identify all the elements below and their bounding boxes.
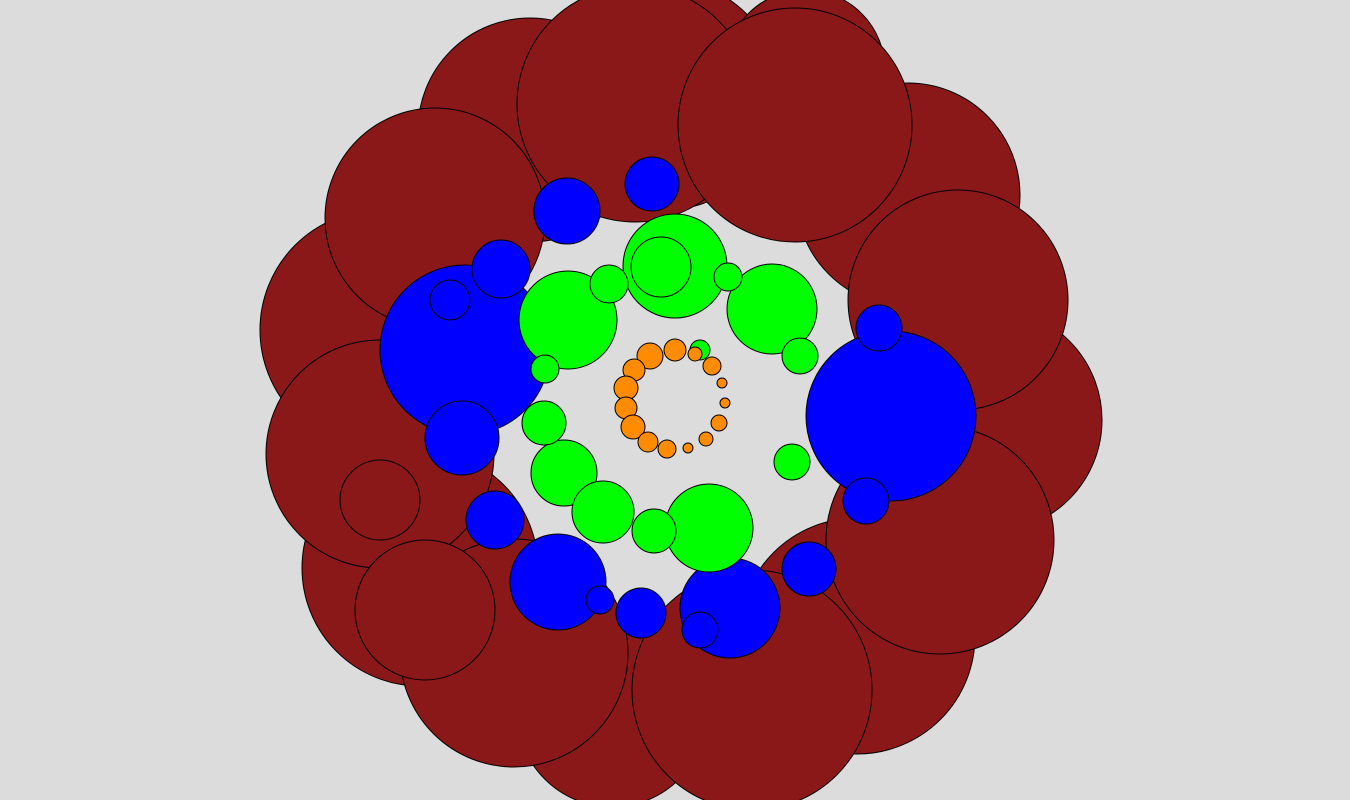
blue-circle	[681, 611, 719, 649]
orange-circle	[702, 356, 722, 376]
green-circle	[589, 264, 629, 304]
blue-circle	[465, 490, 525, 550]
green-circle	[530, 439, 598, 507]
green-circle	[713, 262, 743, 292]
orange-circle	[710, 414, 728, 432]
outer-ring	[259, 0, 1103, 800]
orange-circle	[663, 338, 687, 362]
outer-circle	[677, 7, 913, 243]
blue-circle	[533, 177, 601, 245]
blue-circle	[624, 156, 680, 212]
green-circle	[518, 270, 618, 370]
green-circle	[631, 508, 677, 554]
green-circle	[630, 236, 692, 298]
blue-circle	[615, 587, 667, 639]
blue-ring	[379, 156, 977, 659]
blue-circle	[781, 541, 837, 597]
orange-circle	[698, 431, 714, 447]
orange-circle	[636, 342, 664, 370]
blue-circle	[805, 330, 977, 502]
blue-circle	[429, 279, 471, 321]
green-circle	[521, 400, 567, 446]
green-circle	[781, 337, 819, 375]
outer-circle	[339, 459, 421, 541]
orange-circle	[716, 377, 728, 389]
green-circle	[571, 480, 635, 544]
green-ring	[518, 213, 819, 573]
orange-circle	[719, 397, 731, 409]
blue-circle	[842, 477, 890, 525]
blue-circle	[424, 400, 500, 476]
outer-circle	[354, 539, 496, 681]
orange-circle	[657, 439, 677, 459]
blue-circle	[509, 533, 607, 631]
orange-circle	[637, 431, 659, 453]
blue-circle	[471, 239, 531, 299]
orange-circle	[687, 346, 703, 362]
orange-circle	[613, 375, 639, 401]
orange-circle	[682, 442, 694, 454]
green-circle	[726, 263, 818, 355]
orange-ring	[613, 338, 731, 459]
green-circle	[773, 443, 811, 481]
green-circle	[530, 354, 560, 384]
blue-circle	[855, 304, 903, 352]
orange-circle	[620, 414, 646, 440]
blue-circle	[585, 585, 615, 615]
green-circle	[664, 483, 754, 573]
